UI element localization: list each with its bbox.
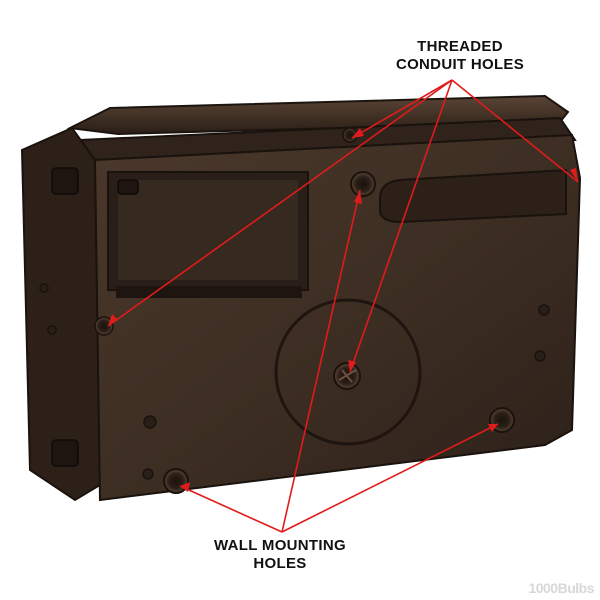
callout-arrowheads (108, 128, 578, 492)
label-line: HOLES (253, 555, 307, 572)
label-line: THREADED (417, 38, 503, 55)
callout-line-lower-right-mount (281, 423, 499, 533)
lower-left-mounting-hole (163, 468, 189, 494)
callout-line-top-hole (351, 79, 453, 139)
callout-line-center-hole (349, 79, 453, 373)
label-line: CONDUIT HOLES (395, 56, 525, 73)
threaded-conduit-holes-label: THREADED CONDUIT HOLES (380, 38, 540, 74)
callout-line-left-hole (107, 79, 453, 327)
wall-mounting-holes-label: WALL MOUNTING HOLES (190, 537, 370, 573)
hinge-clips (51, 167, 139, 467)
callout-lines (107, 79, 579, 533)
screws (39, 283, 550, 480)
cover-plate (107, 171, 309, 298)
watermark: 1000Bulbs (528, 580, 594, 596)
upper-mounting-hole (350, 171, 376, 197)
raised-handle (379, 168, 567, 224)
callout-line-right-edge (451, 79, 579, 183)
callout-line-upper-mount (281, 189, 361, 533)
left-side-conduit-hole (94, 316, 114, 336)
callout-line-lower-left-mount (179, 485, 283, 533)
label-line: WALL MOUNTING (214, 537, 346, 554)
center-conduit-hole (333, 362, 361, 390)
gasket-ring (274, 298, 422, 446)
